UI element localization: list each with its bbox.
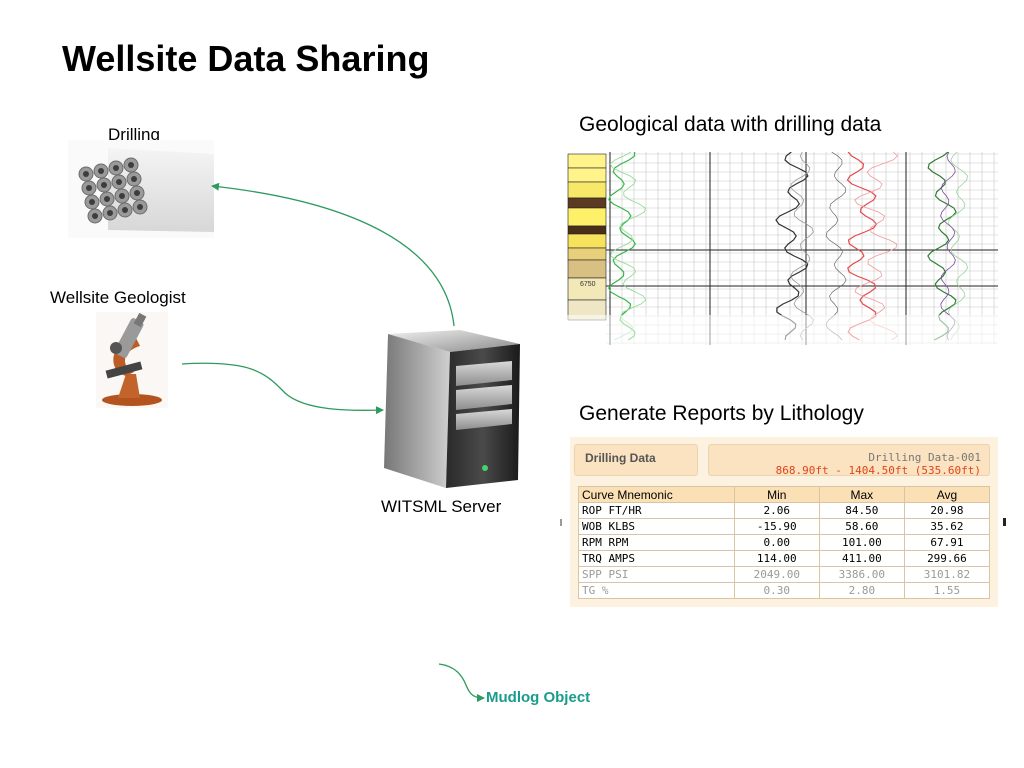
cell-name: TRQ AMPS bbox=[578, 550, 735, 567]
range-sep: - bbox=[828, 464, 849, 477]
arrow-server-to-drilling bbox=[211, 182, 455, 327]
cell-max: 3386.00 bbox=[818, 566, 905, 583]
cell-avg: 20.98 bbox=[903, 502, 991, 519]
log-curve bbox=[854, 152, 899, 341]
geological-log-panel: 6750 bbox=[566, 152, 998, 345]
pipe-bore bbox=[101, 182, 107, 188]
cell-min: 0.30 bbox=[733, 582, 820, 599]
log-curve bbox=[609, 152, 647, 341]
col-avg: Avg bbox=[903, 486, 991, 503]
pipe-bore bbox=[128, 162, 134, 168]
col-min: Min bbox=[733, 486, 820, 503]
range-to: 1404.50ft bbox=[848, 464, 909, 477]
table-row: RPM RPM 0.00 101.00 67.91 bbox=[578, 534, 991, 551]
server-label: WITSML Server bbox=[381, 497, 502, 516]
cell-name: TG % bbox=[578, 582, 735, 599]
pipe-bore bbox=[83, 171, 89, 177]
log-curve bbox=[940, 152, 956, 341]
log-curve bbox=[608, 152, 637, 341]
cell-name: RPM RPM bbox=[578, 534, 735, 551]
microscope-icon bbox=[96, 312, 168, 408]
report-panel: Drilling Data Drilling Data-001 868.90ft… bbox=[570, 437, 998, 607]
cell-max: 58.60 bbox=[818, 518, 905, 535]
log-curves bbox=[608, 152, 969, 341]
mudlog-legend-label: Mudlog Object bbox=[486, 689, 591, 706]
log-curve bbox=[775, 152, 809, 341]
pipe-bore bbox=[113, 165, 119, 171]
cell-max: 2.80 bbox=[818, 582, 905, 599]
log-curve bbox=[846, 152, 878, 341]
arrow-geologist-to-server bbox=[181, 362, 384, 415]
pipe-bore bbox=[131, 176, 137, 182]
pipe-bore bbox=[98, 168, 104, 174]
drill-pipes-icon bbox=[68, 140, 214, 238]
log-curve bbox=[825, 152, 847, 341]
report-heading: Drilling Data bbox=[574, 444, 698, 476]
pipe-bore bbox=[122, 207, 128, 213]
lithology-column bbox=[567, 153, 607, 321]
col-curve-mnemonic: Curve Mnemonic bbox=[578, 486, 735, 503]
pipe-bore bbox=[137, 204, 143, 210]
log-curve bbox=[790, 152, 814, 341]
cell-min: 2049.00 bbox=[733, 566, 820, 583]
range-from: 868.90ft bbox=[775, 464, 829, 477]
pipe-bore bbox=[104, 196, 110, 202]
cell-name: SPP PSI bbox=[578, 566, 735, 583]
pipe-bore bbox=[89, 199, 95, 205]
log-depth-label: 6750 bbox=[580, 281, 596, 288]
cell-min: -15.90 bbox=[733, 518, 820, 535]
pipe-bore bbox=[86, 185, 92, 191]
cell-min: 2.06 bbox=[733, 502, 820, 519]
report-dataset-box: Drilling Data-001 868.90ft - 1404.50ft (… bbox=[708, 444, 990, 477]
pipe-bore bbox=[116, 179, 122, 185]
cell-max: 411.00 bbox=[818, 550, 905, 567]
slide-title: Wellsite Data Sharing bbox=[62, 38, 430, 79]
report-table: Curve Mnemonic Min Max Avg ROP FT/HR 2.0… bbox=[578, 486, 991, 599]
table-row: TRQ AMPS 114.00 411.00 299.66 bbox=[578, 550, 991, 567]
server-icon bbox=[384, 330, 520, 488]
table-row: SPP PSI 2049.00 3386.00 3101.82 bbox=[578, 566, 991, 583]
pipe-bore bbox=[107, 210, 113, 216]
range-length: (535.60ft) bbox=[914, 464, 981, 477]
legend-arrow bbox=[438, 663, 485, 702]
report-range: 868.90ft - 1404.50ft (535.60ft) bbox=[709, 464, 981, 477]
report-caption: Generate Reports by Lithology bbox=[579, 402, 864, 425]
geologist-label: Wellsite Geologist bbox=[50, 288, 186, 307]
cell-min: 0.00 bbox=[733, 534, 820, 551]
pipe-bore bbox=[92, 213, 98, 219]
table-row: TG % 0.30 2.80 1.55 bbox=[578, 582, 991, 599]
tick-mark-right bbox=[1003, 518, 1006, 526]
cell-name: ROP FT/HR bbox=[578, 502, 735, 519]
pipe-bore bbox=[119, 193, 125, 199]
report-dataset: Drilling Data-001 bbox=[868, 451, 981, 464]
log-curve bbox=[947, 152, 969, 341]
tick-mark-left bbox=[560, 519, 562, 526]
pipe-bore bbox=[134, 190, 140, 196]
cell-avg: 1.55 bbox=[903, 582, 991, 599]
report-header-row: Curve Mnemonic Min Max Avg bbox=[578, 486, 991, 503]
drilling-label: Drilling bbox=[108, 125, 160, 144]
table-row: ROP FT/HR 2.06 84.50 20.98 bbox=[578, 502, 991, 519]
table-row: WOB KLBS -15.90 58.60 35.62 bbox=[578, 518, 991, 535]
geo-caption: Geological data with drilling data bbox=[579, 113, 882, 136]
cell-name: WOB KLBS bbox=[578, 518, 735, 535]
log-curve bbox=[927, 152, 957, 341]
cell-max: 84.50 bbox=[818, 502, 905, 519]
cell-avg: 299.66 bbox=[903, 550, 991, 567]
cell-min: 114.00 bbox=[733, 550, 820, 567]
